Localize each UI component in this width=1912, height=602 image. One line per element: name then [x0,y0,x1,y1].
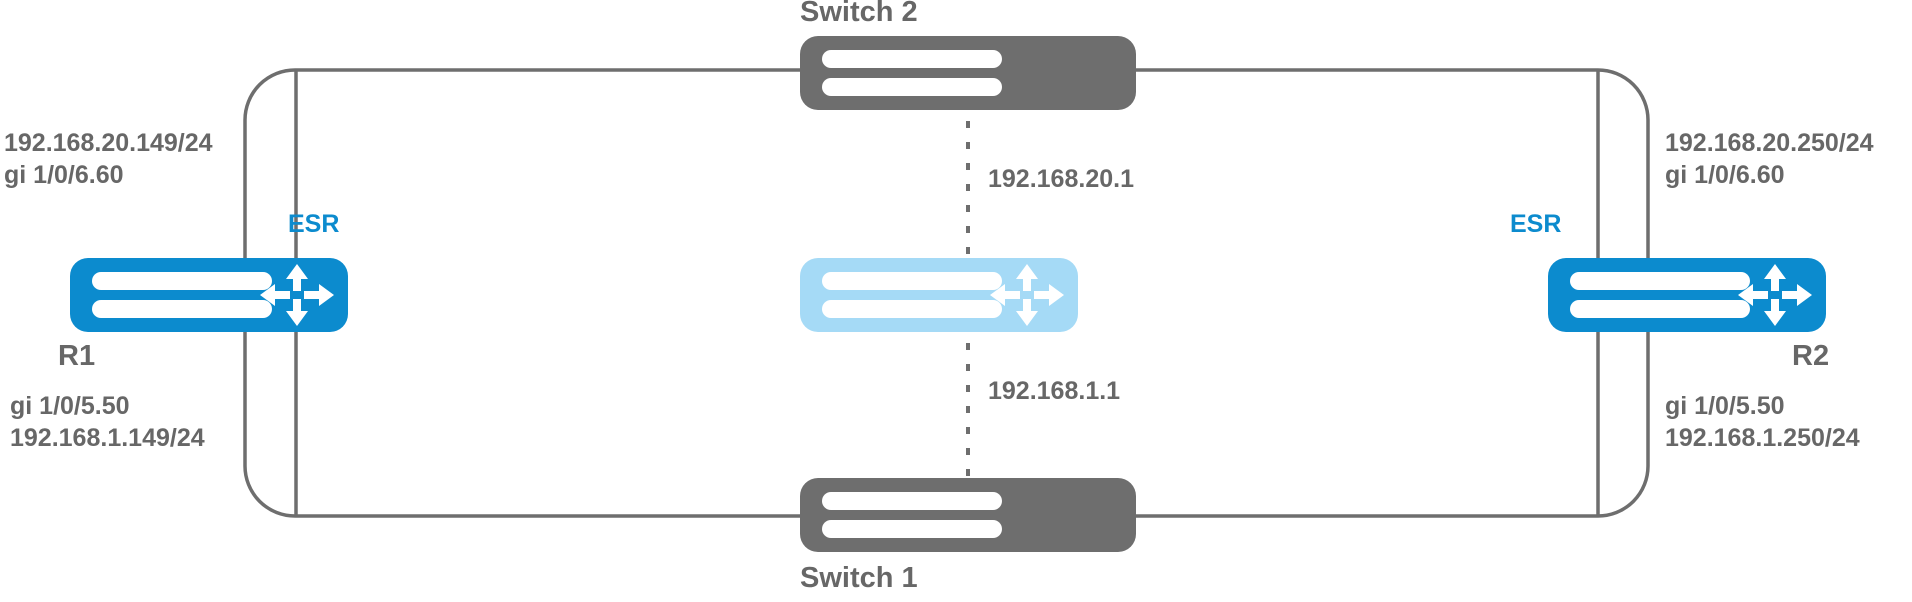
switch-1-label: Switch 1 [800,562,918,594]
slot-bottom [822,520,1002,538]
slot-top [1570,272,1750,290]
r1-top-annotation-line2: gi 1/0/6.60 [4,161,124,189]
vrrp-bottom-ip: 192.168.1.1 [988,377,1121,405]
node-router-r1[interactable] [70,258,348,332]
slot-bottom [822,300,1002,318]
slot-bottom [1570,300,1750,318]
r1-bottom-annotation-line2: 192.168.1.149/24 [10,424,205,452]
router-slots [92,272,272,318]
router-icon [260,264,334,326]
r2-top-annotation-line2: gi 1/0/6.60 [1665,161,1785,189]
r2-esr-badge: ESR [1510,210,1562,238]
vrrp-top-ip: 192.168.20.1 [988,165,1134,193]
router-icon [990,264,1064,326]
slot-top [822,50,1002,68]
switch-2-label: Switch 2 [800,0,918,28]
r1-bottom-annotation-line1: gi 1/0/5.50 [10,392,130,420]
r2-bottom-annotation-line1: gi 1/0/5.50 [1665,392,1785,420]
node-router-r2[interactable] [1548,258,1826,332]
slot-top [822,272,1002,290]
switch-slots [822,492,1002,538]
router-slots [822,272,1002,318]
slot-bottom [92,300,272,318]
switch-slots [822,50,1002,96]
r1-label: R1 [58,340,96,372]
slot-top [822,492,1002,510]
node-virtual-router[interactable] [800,258,1078,332]
node-switch-1[interactable] [800,478,1136,552]
slot-bottom [822,78,1002,96]
router-icon [1738,264,1812,326]
r2-top-annotation-line1: 192.168.20.250/24 [1665,129,1874,157]
r1-top-annotation-line1: 192.168.20.149/24 [4,129,213,157]
r2-bottom-annotation-line2: 192.168.1.250/24 [1665,424,1860,452]
router-slots [1570,272,1750,318]
r1-esr-badge: ESR [288,210,340,238]
r2-label: R2 [1792,340,1830,372]
node-switch-2[interactable] [800,36,1136,110]
slot-top [92,272,272,290]
